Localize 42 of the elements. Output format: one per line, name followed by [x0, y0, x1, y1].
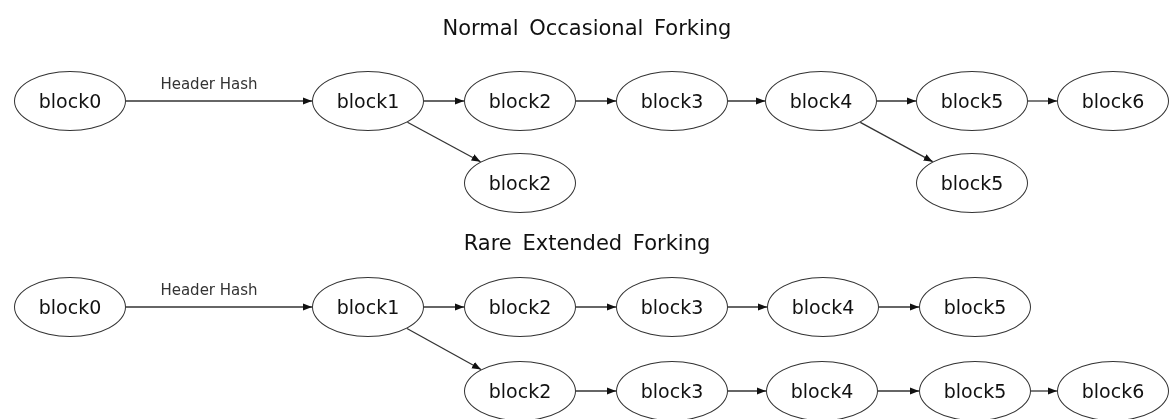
section-heading: Rare Extended Forking [463, 231, 711, 255]
arrow [727, 303, 768, 311]
arrow [575, 387, 617, 395]
arrow [125, 97, 313, 105]
arrow [859, 121, 934, 163]
block-label: block4 [790, 380, 854, 402]
block-label: block0 [38, 90, 102, 112]
block-label: block1 [336, 90, 400, 112]
arrow [423, 303, 465, 311]
arrow [406, 121, 482, 163]
block-label: block5 [940, 172, 1004, 194]
block-label: block2 [488, 380, 552, 402]
block-label: block2 [488, 90, 552, 112]
block-label: block5 [940, 90, 1004, 112]
block-label: block3 [640, 296, 704, 318]
block-label: block6 [1081, 90, 1145, 112]
block-label: block3 [640, 90, 704, 112]
block-label: block5 [943, 296, 1007, 318]
arrow [878, 303, 920, 311]
arrow [1027, 97, 1058, 105]
arrow [1030, 387, 1058, 395]
arrow [575, 303, 617, 311]
section-heading: Normal Occasional Forking [442, 16, 732, 40]
block-label: block0 [38, 296, 102, 318]
block-label: block6 [1081, 380, 1145, 402]
arrow [125, 303, 313, 311]
arrow [727, 387, 767, 395]
arrow [423, 97, 465, 105]
block-label: block1 [336, 296, 400, 318]
edge-label: Header Hash [160, 75, 258, 93]
block-label: block3 [640, 380, 704, 402]
edge-label: Header Hash [160, 281, 258, 299]
block-label: block2 [488, 296, 552, 318]
block-label: block2 [488, 172, 552, 194]
block-label: block5 [943, 380, 1007, 402]
arrow [406, 327, 482, 371]
arrow [876, 97, 917, 105]
arrow [575, 97, 617, 105]
block-label: block4 [789, 90, 853, 112]
arrow [877, 387, 920, 395]
block-label: block4 [791, 296, 855, 318]
arrow [727, 97, 766, 105]
